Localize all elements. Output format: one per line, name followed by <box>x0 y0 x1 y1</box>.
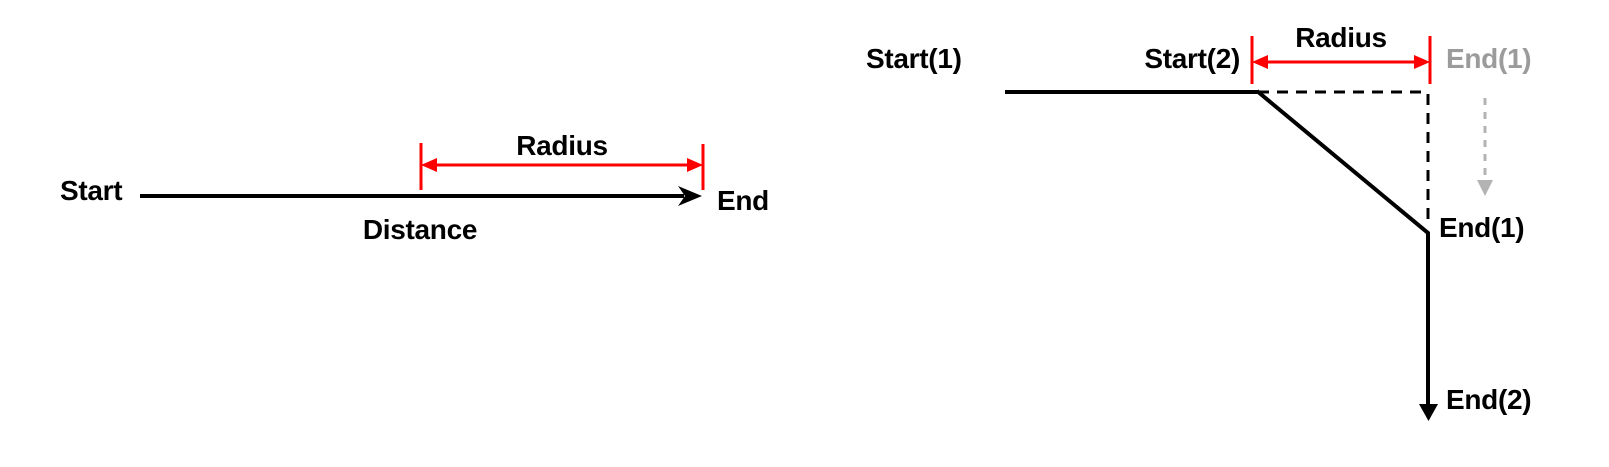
end1-label: End(1) <box>1439 212 1525 243</box>
start1-label: Start(1) <box>866 43 962 74</box>
distance-arrowhead <box>678 186 702 206</box>
radius2-arrowhead-right <box>1414 55 1430 69</box>
radius-arrowhead-right <box>687 158 703 172</box>
end-label: End <box>717 185 769 216</box>
curtailed-path-line <box>1255 89 1430 407</box>
end2-label: End(2) <box>1446 384 1532 415</box>
radius-label-right: Radius <box>1295 22 1387 53</box>
start-label: Start <box>60 175 123 206</box>
start2-label: Start(2) <box>1144 43 1240 74</box>
end2-arrowhead <box>1419 404 1438 421</box>
end1-ghost-label: End(1) <box>1446 43 1532 74</box>
radius-arrowhead-left <box>421 158 437 172</box>
left-diagram <box>140 143 705 206</box>
right-diagram <box>1005 36 1493 421</box>
radius2-arrowhead-left <box>1252 55 1268 69</box>
radius-label-left: Radius <box>516 130 608 161</box>
ghost-drop-arrowhead <box>1477 180 1493 196</box>
distance-label: Distance <box>362 214 478 245</box>
